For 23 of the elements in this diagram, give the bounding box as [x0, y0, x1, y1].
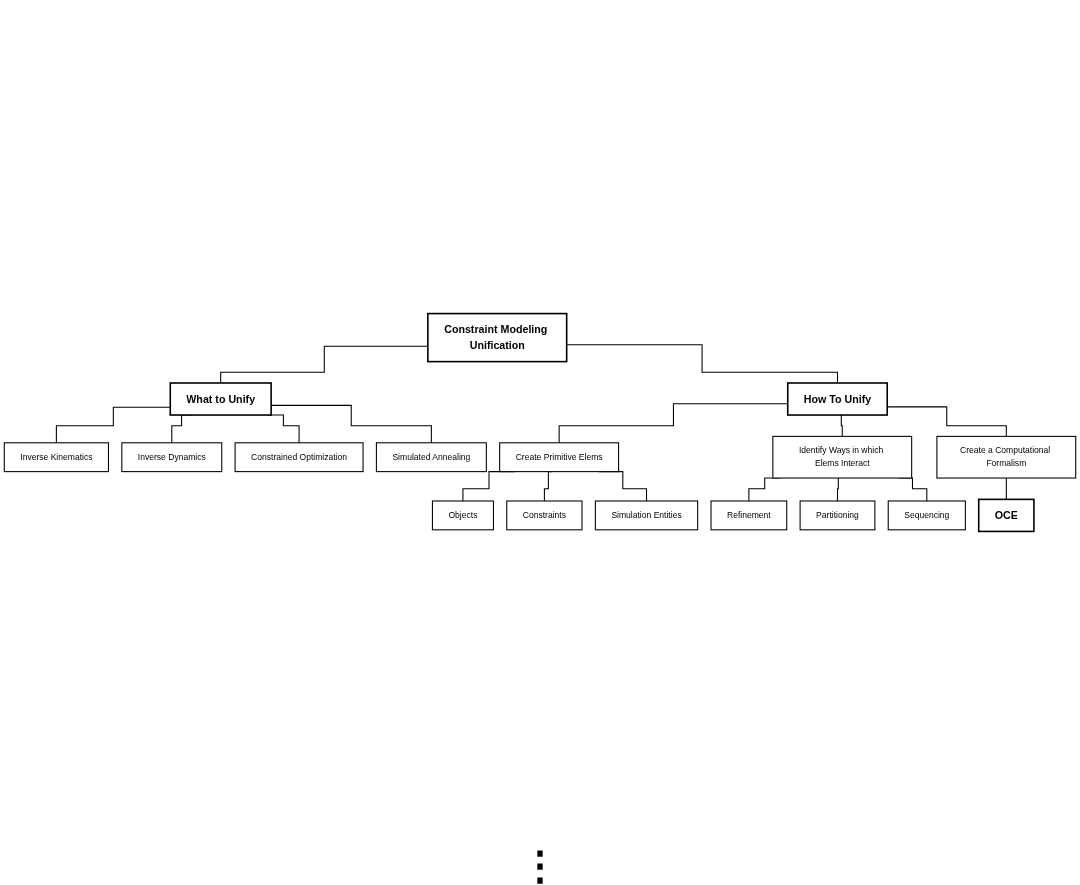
connector	[566, 344, 839, 384]
node-box: Create Primitive Elems	[499, 442, 620, 473]
connector	[1005, 477, 1007, 500]
node-box: Simulated Annealing	[375, 442, 487, 473]
connector	[55, 406, 171, 444]
node-box: Refinement	[710, 500, 788, 531]
node-box: What to Unify	[169, 382, 272, 416]
connector	[839, 414, 843, 437]
node-box: How To Unify	[786, 382, 888, 416]
node-box: Create a Computational Formalism	[936, 435, 1077, 479]
node-box: Partitioning	[799, 500, 876, 531]
node-box: Inverse Kinematics	[3, 442, 109, 473]
connector	[836, 477, 840, 502]
node-box: Objects	[431, 500, 494, 531]
node-box: OCE	[977, 498, 1035, 533]
node-box: Inverse Dynamics	[121, 442, 223, 473]
node-box: Sequencing	[887, 500, 966, 531]
node-box: Constraints	[506, 500, 583, 531]
ellipsis-mark: ⋮	[520, 845, 560, 885]
node-box: Identify Ways in which Elems Interact	[772, 435, 913, 479]
node-box: Constraint Modeling Unification	[427, 312, 568, 363]
node-box: Simulation Entities	[594, 500, 699, 531]
node-box: Constrained Optimization	[234, 442, 364, 473]
